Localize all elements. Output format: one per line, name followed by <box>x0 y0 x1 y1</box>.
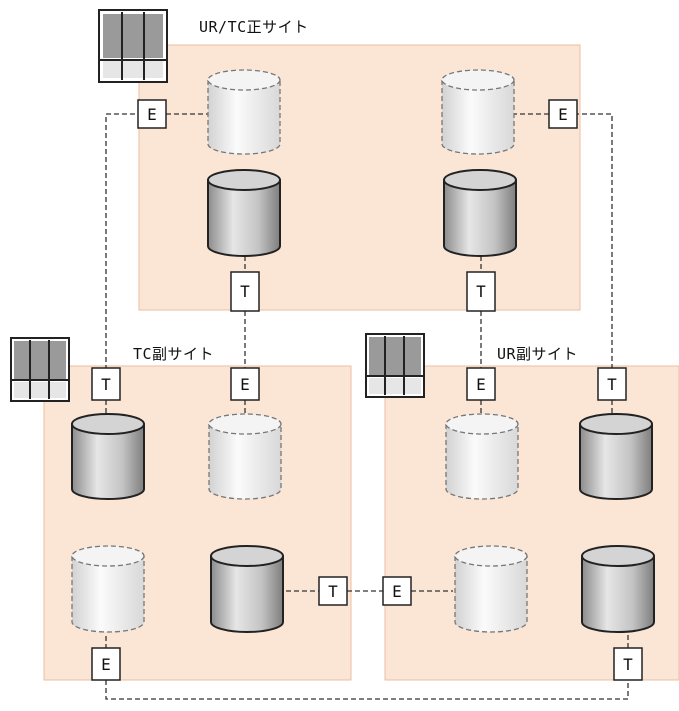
dashed-volume-icon <box>207 69 281 155</box>
solid-volume-icon <box>579 413 653 500</box>
dashed-volume-icon <box>441 69 515 155</box>
solid-volume-icon <box>71 413 145 500</box>
link-bottom-loop <box>105 634 629 700</box>
solid-volume-icon <box>581 545 655 633</box>
link-primary-right-to-ur <box>577 113 613 369</box>
solid-volume-icon <box>210 545 284 633</box>
target-marker-label: T <box>476 282 486 301</box>
target-marker: T <box>318 576 348 606</box>
target-marker-label: T <box>607 375 617 394</box>
target-marker-label: T <box>240 282 250 301</box>
export-marker: E <box>466 367 496 401</box>
target-marker: T <box>613 647 643 681</box>
target-marker-label: T <box>623 655 633 674</box>
ur-secondary-site-label: UR副サイト <box>497 345 579 363</box>
dashed-volume-icon <box>71 545 145 633</box>
target-marker: T <box>466 271 496 312</box>
dashed-volume-icon <box>454 545 528 633</box>
target-marker-label: T <box>101 375 111 394</box>
dashed-volume-icon <box>208 413 282 500</box>
tc-secondary-site-label: TC副サイト <box>133 345 215 363</box>
solid-volume-icon <box>443 169 517 257</box>
export-marker: E <box>548 99 578 129</box>
storage-device-icon <box>10 337 70 402</box>
export-marker-label: E <box>392 582 402 601</box>
dashed-volume-icon <box>445 413 519 500</box>
export-marker: E <box>137 99 167 129</box>
ur-secondary-site-box <box>384 365 679 681</box>
export-marker: E <box>91 647 121 681</box>
target-marker: T <box>91 367 121 401</box>
export-marker-label: E <box>101 655 111 674</box>
export-marker-label: E <box>147 105 157 124</box>
primary-site-label: UR/TC正サイト <box>199 18 309 36</box>
solid-volume-icon <box>207 169 281 257</box>
storage-device-icon <box>365 333 425 398</box>
export-marker: E <box>382 576 412 606</box>
connection-lines <box>105 113 629 700</box>
target-marker-label: T <box>328 582 338 601</box>
tc-secondary-site-box <box>43 365 352 681</box>
link-primary-left-to-tc <box>105 113 138 378</box>
target-marker: T <box>230 271 260 312</box>
export-marker-label: E <box>476 375 486 394</box>
target-marker: T <box>597 367 627 401</box>
export-marker-label: E <box>240 375 250 394</box>
export-marker-label: E <box>558 105 568 124</box>
export-marker: E <box>230 367 260 401</box>
storage-device-icon <box>98 9 168 83</box>
